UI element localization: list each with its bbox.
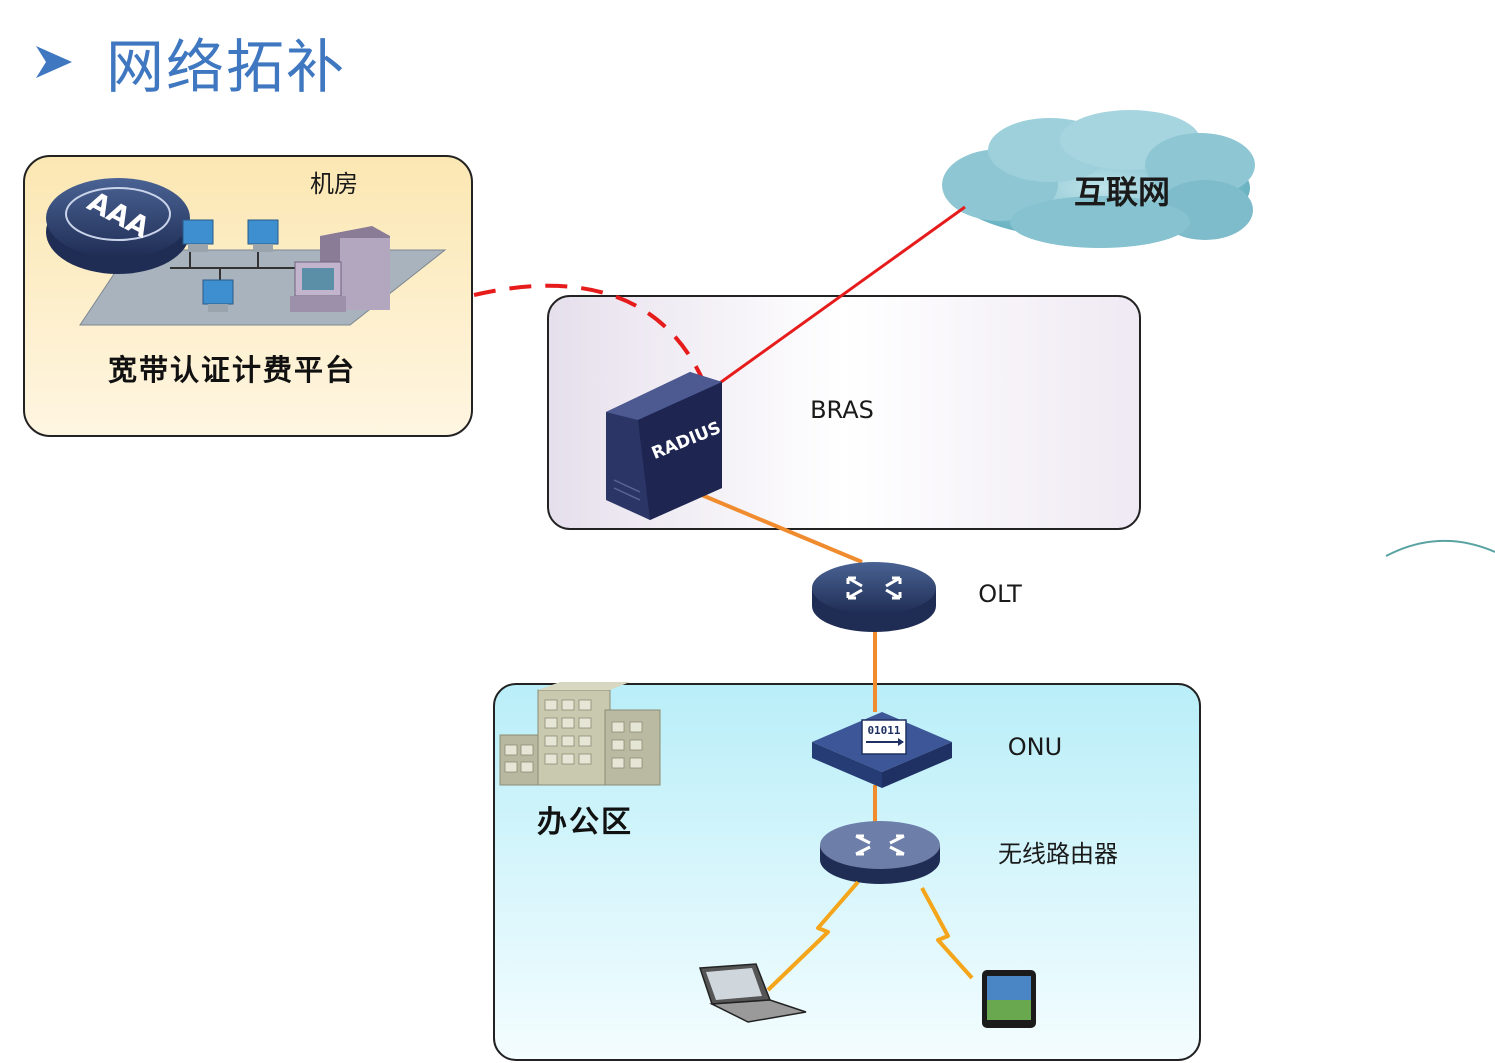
- onu-code: 01011: [867, 724, 900, 737]
- page-title: 网络拓补: [106, 33, 347, 101]
- workstation-icon: [247, 219, 279, 252]
- aaa-server-icon: AAA: [46, 178, 190, 274]
- onu-label: ONU: [1008, 733, 1062, 761]
- radius-server-icon: RADIUS: [606, 372, 724, 520]
- workstation-icon: [202, 279, 234, 312]
- office-label: 办公区: [537, 805, 633, 840]
- internet-label: 互联网: [1074, 173, 1170, 211]
- olt-device-icon: [812, 562, 936, 632]
- room-label: 机房: [310, 170, 358, 198]
- datacenter-box: 机房 AAA: [23, 155, 473, 437]
- router-label: 无线路由器: [998, 840, 1118, 868]
- bras-label: BRAS: [810, 396, 874, 424]
- bullet-arrow-icon: [36, 46, 72, 78]
- server-tower-icon: [290, 226, 390, 312]
- decorative-arc: [1385, 539, 1495, 557]
- radius-auth-link: [473, 283, 707, 386]
- olt-label: OLT: [978, 580, 1022, 608]
- internet-link: [702, 205, 966, 397]
- workstation-icon: [182, 219, 214, 252]
- tablet-icon: [982, 970, 1036, 1028]
- wireless-signal-icon: [920, 887, 974, 980]
- platform-label: 宽带认证计费平台: [108, 353, 356, 387]
- office-building-icon: [499, 682, 661, 786]
- wireless-router-icon: [820, 821, 940, 884]
- laptop-icon: [698, 963, 807, 1023]
- onu-device-icon: 01011: [812, 712, 952, 788]
- title-bar: 网络拓补: [34, 22, 346, 102]
- internet-cloud-icon: 互联网: [942, 110, 1255, 248]
- wireless-signal-icon: [766, 880, 860, 992]
- bras-olt-link: [684, 486, 863, 564]
